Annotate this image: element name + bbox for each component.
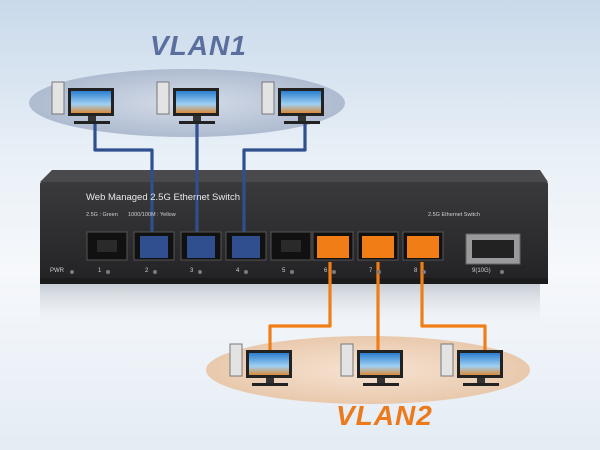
port-number-6: 6 xyxy=(324,268,328,274)
computer-icon xyxy=(261,81,324,124)
power-label: PWR xyxy=(50,268,64,274)
port-number-1: 1 xyxy=(98,268,102,274)
computer-icon xyxy=(340,343,403,386)
switch-model-label: Web Managed 2.5G Ethernet Switch xyxy=(86,192,241,203)
sfp-port-label: 9(10G) xyxy=(472,268,491,274)
port-number-4: 4 xyxy=(236,268,240,274)
vlan1-cables xyxy=(93,122,307,232)
port-number-2: 2 xyxy=(145,268,149,274)
vlan1-computers xyxy=(51,81,324,124)
vlan2-computers xyxy=(229,343,503,386)
vlan1-title: VLAN1 xyxy=(150,30,247,61)
switch-reflection xyxy=(40,284,540,332)
cable-port6-pc4 xyxy=(268,262,332,352)
cable-pc1-port2 xyxy=(93,122,154,232)
computer-icon xyxy=(229,343,292,386)
computer-icon xyxy=(440,343,503,386)
computer-icon xyxy=(156,81,219,124)
computer-icon xyxy=(51,81,114,124)
legend-green: 2.5G : Green xyxy=(86,212,118,218)
port-number-5: 5 xyxy=(282,268,286,274)
vlan2-cables xyxy=(268,262,487,352)
cable-port8-pc6 xyxy=(420,262,487,352)
ethernet-switch xyxy=(40,170,548,284)
port-number-7: 7 xyxy=(369,268,373,274)
legend-yellow: 1000/100M : Yellow xyxy=(128,212,176,218)
port-leds xyxy=(70,270,504,274)
vlan2-title: VLAN2 xyxy=(336,400,433,431)
switch-right-label: 2.5G Ethernet Switch xyxy=(428,212,480,218)
port-row xyxy=(86,231,521,265)
port-number-8: 8 xyxy=(414,268,418,274)
cable-pc3-port4 xyxy=(242,122,307,232)
port-number-3: 3 xyxy=(190,268,194,274)
